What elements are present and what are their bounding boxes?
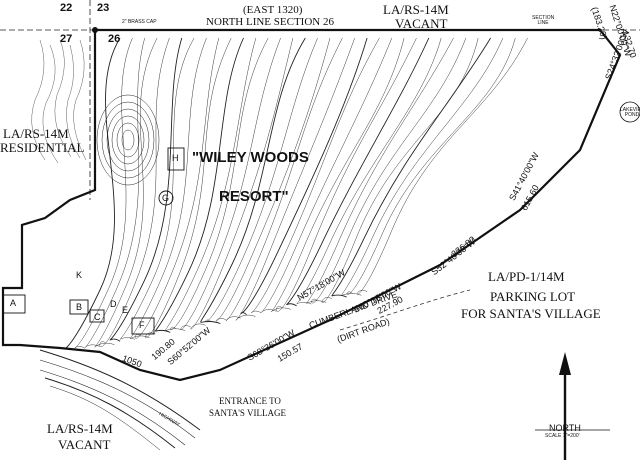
corner-number-27: 27 — [60, 33, 73, 45]
contour-line — [94, 37, 158, 348]
contour-line — [74, 37, 133, 349]
contour-line — [180, 37, 281, 330]
contour-line — [276, 37, 417, 312]
contour-line — [200, 37, 306, 324]
brass-cap-marker — [92, 27, 98, 33]
building-outlines — [2, 147, 185, 335]
top-vacant-use: VACANT — [395, 16, 448, 31]
marker-d: D — [110, 299, 117, 309]
contour-line — [190, 37, 294, 330]
entrance-line1: ENTRANCE TO — [219, 396, 281, 406]
contour-line — [134, 37, 220, 339]
marker-a: A — [10, 298, 17, 308]
marker-g: G — [162, 193, 170, 203]
corner-number-22: 22 — [60, 2, 73, 14]
summit-contour — [106, 108, 150, 172]
contour-line — [286, 37, 430, 307]
scale-label: SCALE 1"=200' — [545, 433, 580, 439]
marker-h: H — [172, 153, 179, 163]
left-residential-zone: LA/RS-14M — [3, 126, 69, 141]
dirt-road — [339, 289, 471, 331]
contour-line — [205, 37, 318, 322]
contour-line — [235, 37, 355, 321]
contour-line — [109, 37, 183, 342]
parking-line2: FOR SANTA'S VILLAGE — [461, 306, 601, 321]
resort-name-line1: "WILEY WOODS — [192, 149, 309, 166]
highway-lines — [39, 349, 201, 451]
contour-line — [331, 37, 491, 298]
contour-line — [271, 37, 405, 313]
top-vacant-zone: LA/RS-14M — [383, 2, 449, 17]
bottom-vacant-use: VACANT — [58, 437, 111, 452]
contour-line — [240, 37, 368, 316]
north-line-label: NORTH LINE SECTION 26 — [206, 16, 334, 28]
marker-b: B — [76, 302, 83, 312]
left-residential-use: RESIDENTIAL — [0, 140, 85, 155]
contour-line — [99, 37, 170, 347]
corner-number-23: 23 — [97, 2, 110, 14]
contour-line — [251, 37, 380, 314]
contour-line — [155, 37, 244, 333]
contour-line — [261, 37, 393, 313]
section-line-label: SECTION LINE — [532, 15, 555, 26]
parking-zone: LA/PD-1/14M — [488, 269, 565, 284]
parking-line1: PARKING LOT — [490, 289, 576, 304]
summit-contour — [121, 129, 135, 151]
contour-line — [215, 37, 331, 322]
summit-contour — [116, 122, 140, 158]
summit-contour — [101, 101, 155, 179]
contour-line — [84, 37, 145, 348]
marker-f: F — [139, 320, 145, 330]
contour-line — [120, 37, 195, 340]
north-label: NORTH — [549, 423, 581, 433]
contour-line — [170, 37, 269, 331]
hillside-hatching — [31, 39, 87, 164]
contour-lines — [63, 37, 528, 351]
contour-line — [311, 37, 467, 304]
contour-line — [306, 37, 454, 304]
contour-line — [225, 37, 343, 321]
contour-line — [321, 37, 479, 303]
contour-line — [165, 37, 257, 331]
summit-contour — [111, 115, 145, 165]
bottom-vacant-zone: LA/RS-14M — [47, 421, 113, 436]
contour-line — [346, 37, 516, 295]
contour-line — [341, 37, 504, 296]
marker-c: C — [94, 312, 101, 322]
north-arrow — [535, 352, 610, 460]
marker-e: E — [122, 305, 129, 315]
contour-line — [356, 37, 528, 295]
east-line-label: (EAST 1320) — [243, 4, 303, 16]
contour-line — [296, 37, 442, 305]
property-boundary — [1, 28, 622, 382]
marker-k: K — [76, 270, 83, 280]
contour-line — [145, 37, 232, 339]
brass-cap-label: 2" BRASS CAP — [122, 19, 157, 25]
lakeview-pond-label: LAKEVIEW POND — [620, 107, 640, 118]
resort-name-line2: RESORT" — [219, 188, 289, 205]
corner-number-26: 26 — [108, 33, 121, 45]
pond — [619, 101, 640, 123]
summit-contour — [96, 94, 160, 186]
contour-line — [129, 37, 207, 339]
entrance-line2: SANTA'S VILLAGE — [209, 408, 286, 418]
